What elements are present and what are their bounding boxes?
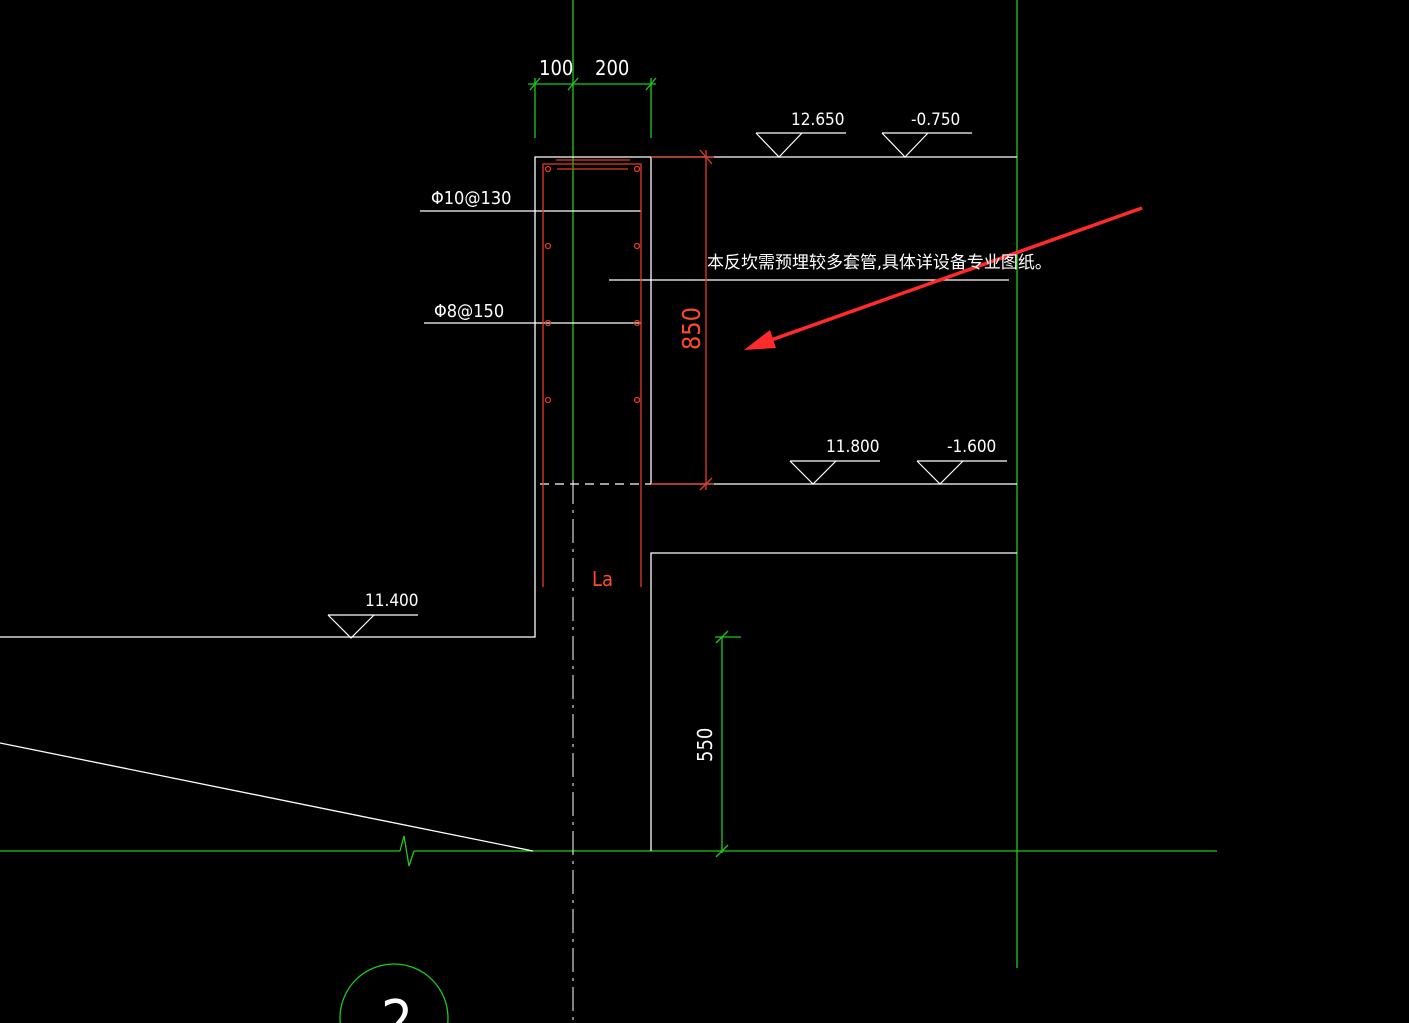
level-marker-icon (755, 132, 846, 158)
dim-tick (567, 77, 579, 91)
dim-tick (715, 630, 729, 644)
arrow-icon (744, 206, 1143, 350)
level-markers (327, 132, 1007, 639)
arrow-head (744, 330, 776, 350)
level-label-top-abs: 12.650 (791, 110, 845, 130)
level-marker-icon (881, 132, 972, 158)
level-marker-icon (789, 460, 880, 485)
curb-outline (0, 156, 652, 638)
grid-bubble-circle (339, 963, 449, 1023)
rebar-dot (544, 165, 552, 173)
dim-label-200: 200 (595, 56, 629, 80)
rebar-outer-loop (542, 163, 642, 587)
anchorage-label: La (592, 567, 613, 591)
level-label-bottom-rel: -1.600 (947, 437, 996, 457)
grid-bubble: 2 (339, 963, 449, 1023)
rebar-dot (633, 165, 641, 173)
level-marker-icon (327, 614, 418, 639)
level-label-slab: 11.400 (365, 591, 419, 611)
dim-tick (699, 149, 713, 165)
level-label-bottom-abs: 11.800 (826, 437, 880, 457)
rebar-dot (633, 242, 641, 250)
sloped-slab-line (0, 742, 534, 852)
level-marker-icon (916, 460, 1007, 485)
dim-tick (529, 77, 541, 91)
note-text: 本反坎需预埋较多套管,具体详设备专业图纸。 (707, 253, 1052, 273)
dim-tick (645, 77, 657, 91)
dim-tick (699, 477, 713, 491)
rebar (542, 149, 714, 587)
break-line-icon (399, 835, 415, 867)
lower-wall-outline (650, 552, 1017, 851)
dim-label-550: 550 (693, 728, 717, 762)
rebar-dot (633, 396, 641, 404)
dim-tick (715, 844, 729, 858)
grid-lines (0, 0, 1217, 968)
rebar-label-horizontal: Φ10@130 (431, 188, 511, 209)
arrow-shaft (759, 206, 1143, 346)
grid-bubble-label: 2 (381, 989, 413, 1023)
rebar-dot (633, 319, 641, 327)
dim-label-100: 100 (539, 56, 573, 80)
dim-label-850: 850 (677, 307, 706, 350)
level-label-top-rel: -0.750 (911, 110, 960, 130)
rebar-label-vertical: Φ8@150 (434, 301, 504, 322)
rebar-dot (544, 242, 552, 250)
rebar-dot (544, 319, 552, 327)
rebar-dot (544, 396, 552, 404)
